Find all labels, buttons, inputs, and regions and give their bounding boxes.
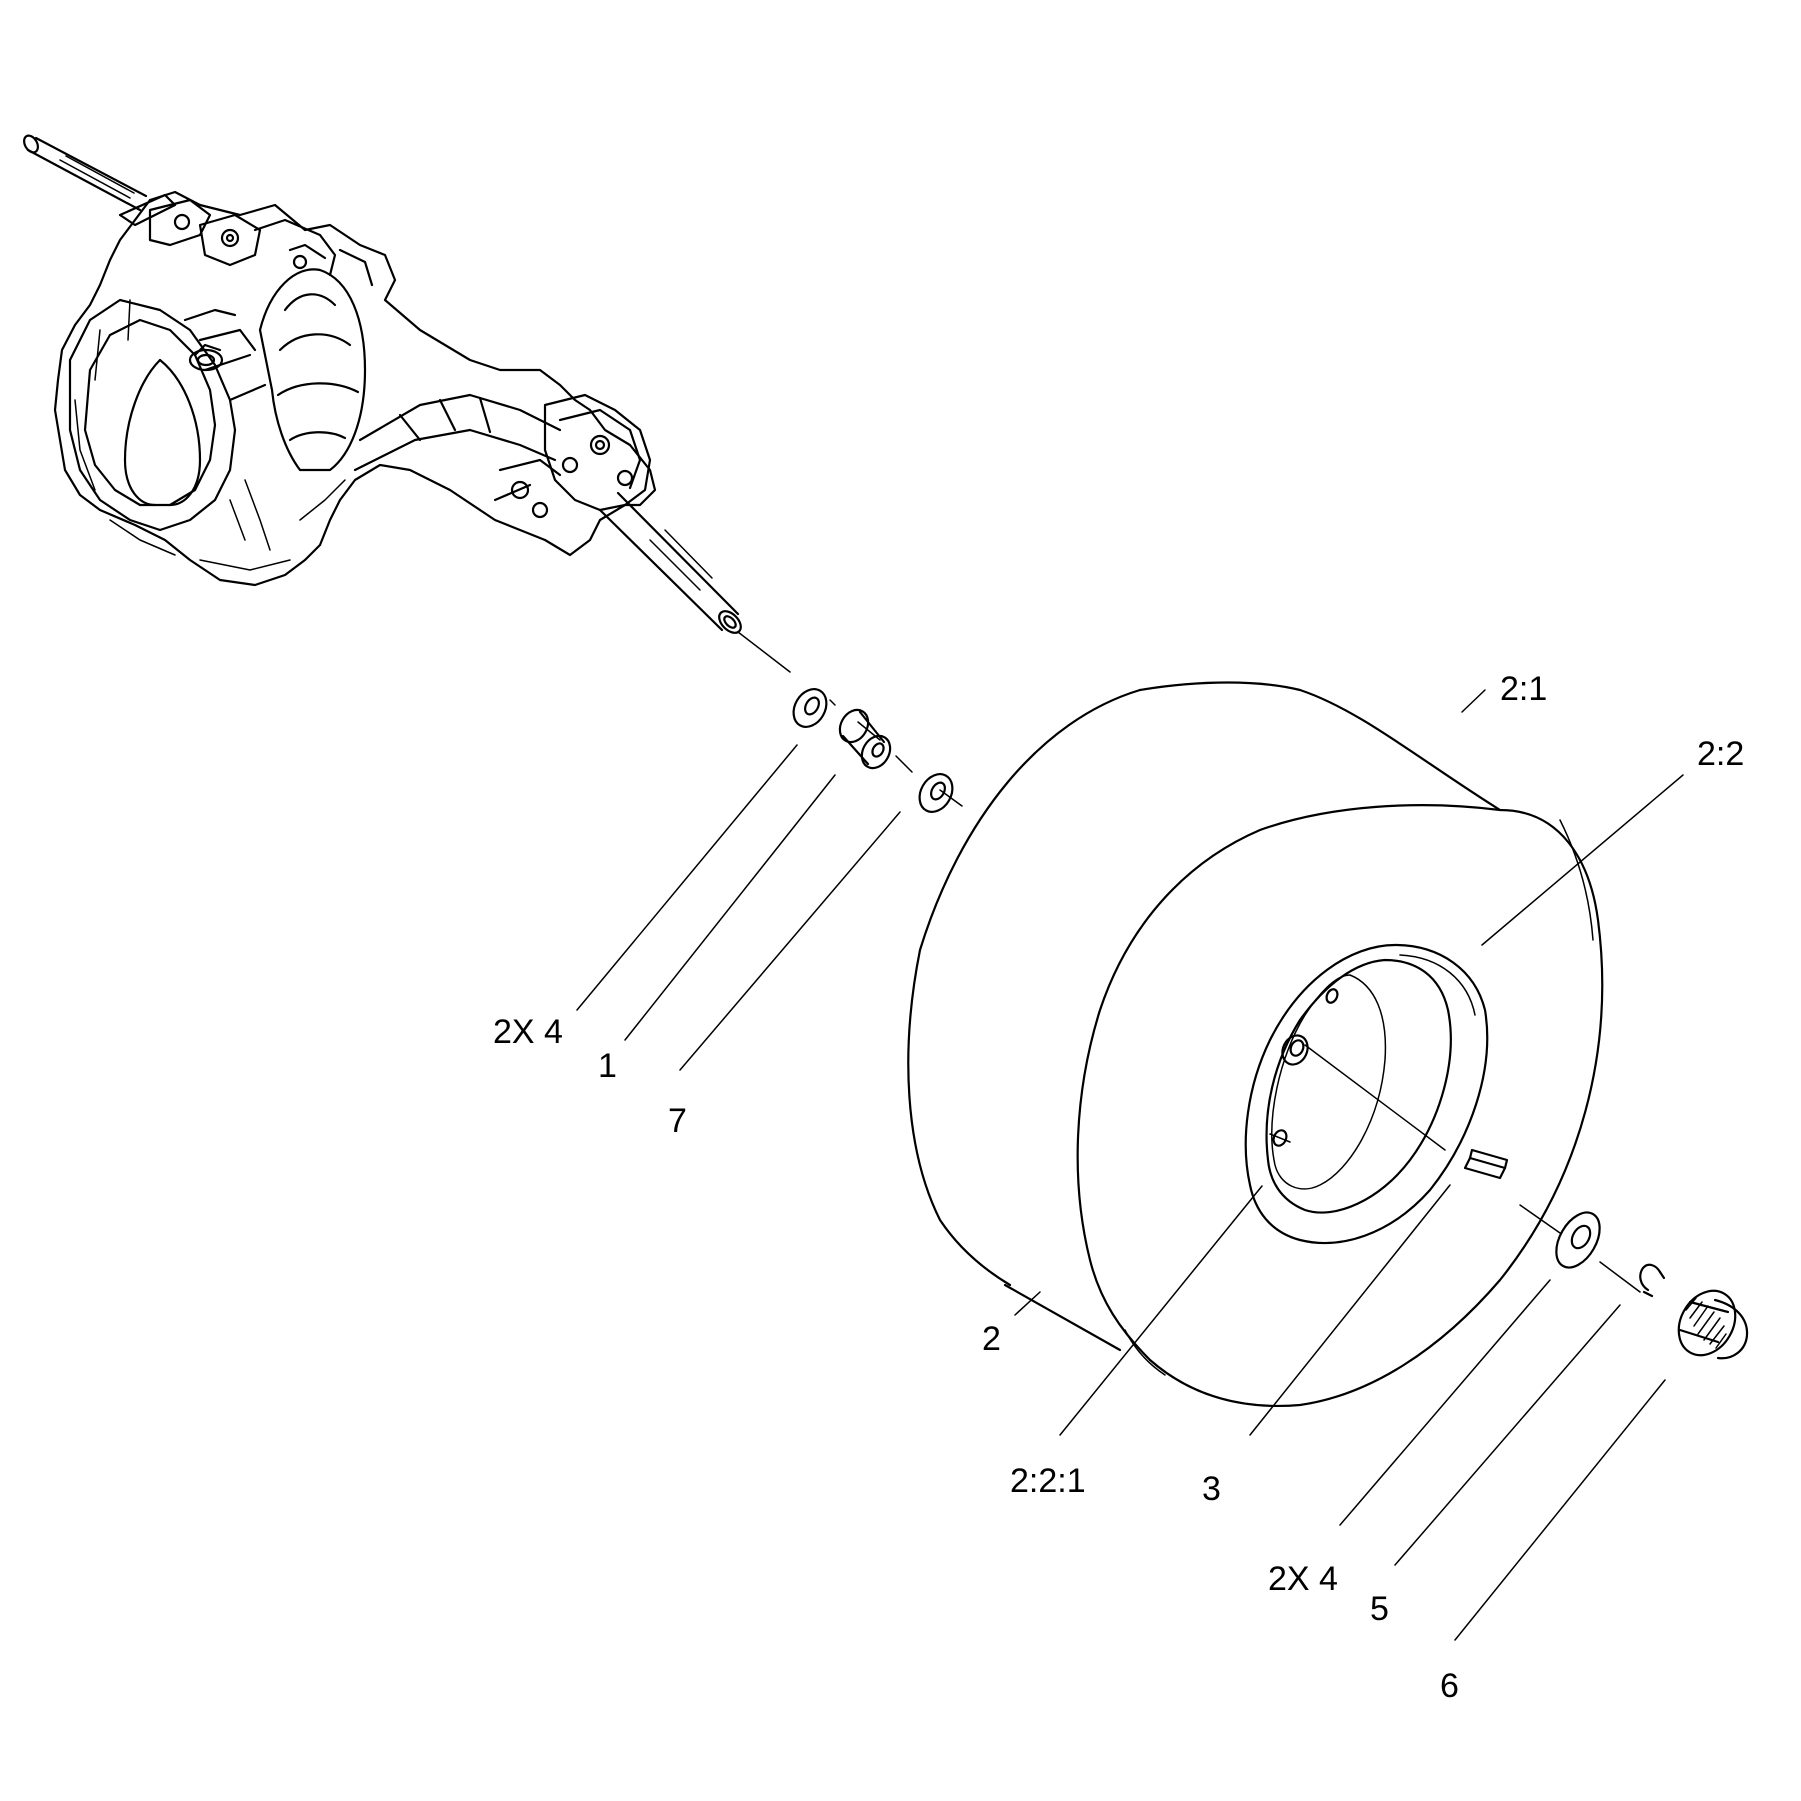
callout-2-2: 2:2	[1697, 735, 1744, 773]
wheel-axis-line	[1304, 1044, 1641, 1293]
callout-1: 1	[598, 1047, 617, 1085]
washer-icon	[1555, 1211, 1601, 1269]
callout-6: 6	[1440, 1667, 1459, 1705]
tire-icon	[907, 681, 1604, 1407]
washer-icon	[792, 688, 828, 728]
callout-5: 5	[1370, 1590, 1389, 1628]
callout-3: 3	[1202, 1470, 1221, 1508]
rim-icon	[1244, 943, 1489, 1244]
hub-cap-icon	[1677, 1289, 1749, 1360]
key-icon	[1463, 1148, 1509, 1180]
spacer-icon	[838, 708, 892, 770]
callout-2-2-1: 2:2:1	[1010, 1462, 1086, 1500]
transaxle-icon	[23, 134, 657, 587]
callout-7: 7	[668, 1102, 687, 1140]
callout-2: 2	[982, 1320, 1001, 1358]
callout-2-1: 2:1	[1500, 670, 1547, 708]
callout-2x4-right: 2X 4	[1268, 1560, 1338, 1598]
callout-2x4-left: 2X 4	[493, 1013, 563, 1051]
washer-icon	[918, 773, 954, 813]
leader-lines	[576, 689, 1684, 1641]
axle-shaft-icon	[598, 491, 742, 634]
retaining-ring-icon	[1639, 1263, 1666, 1298]
